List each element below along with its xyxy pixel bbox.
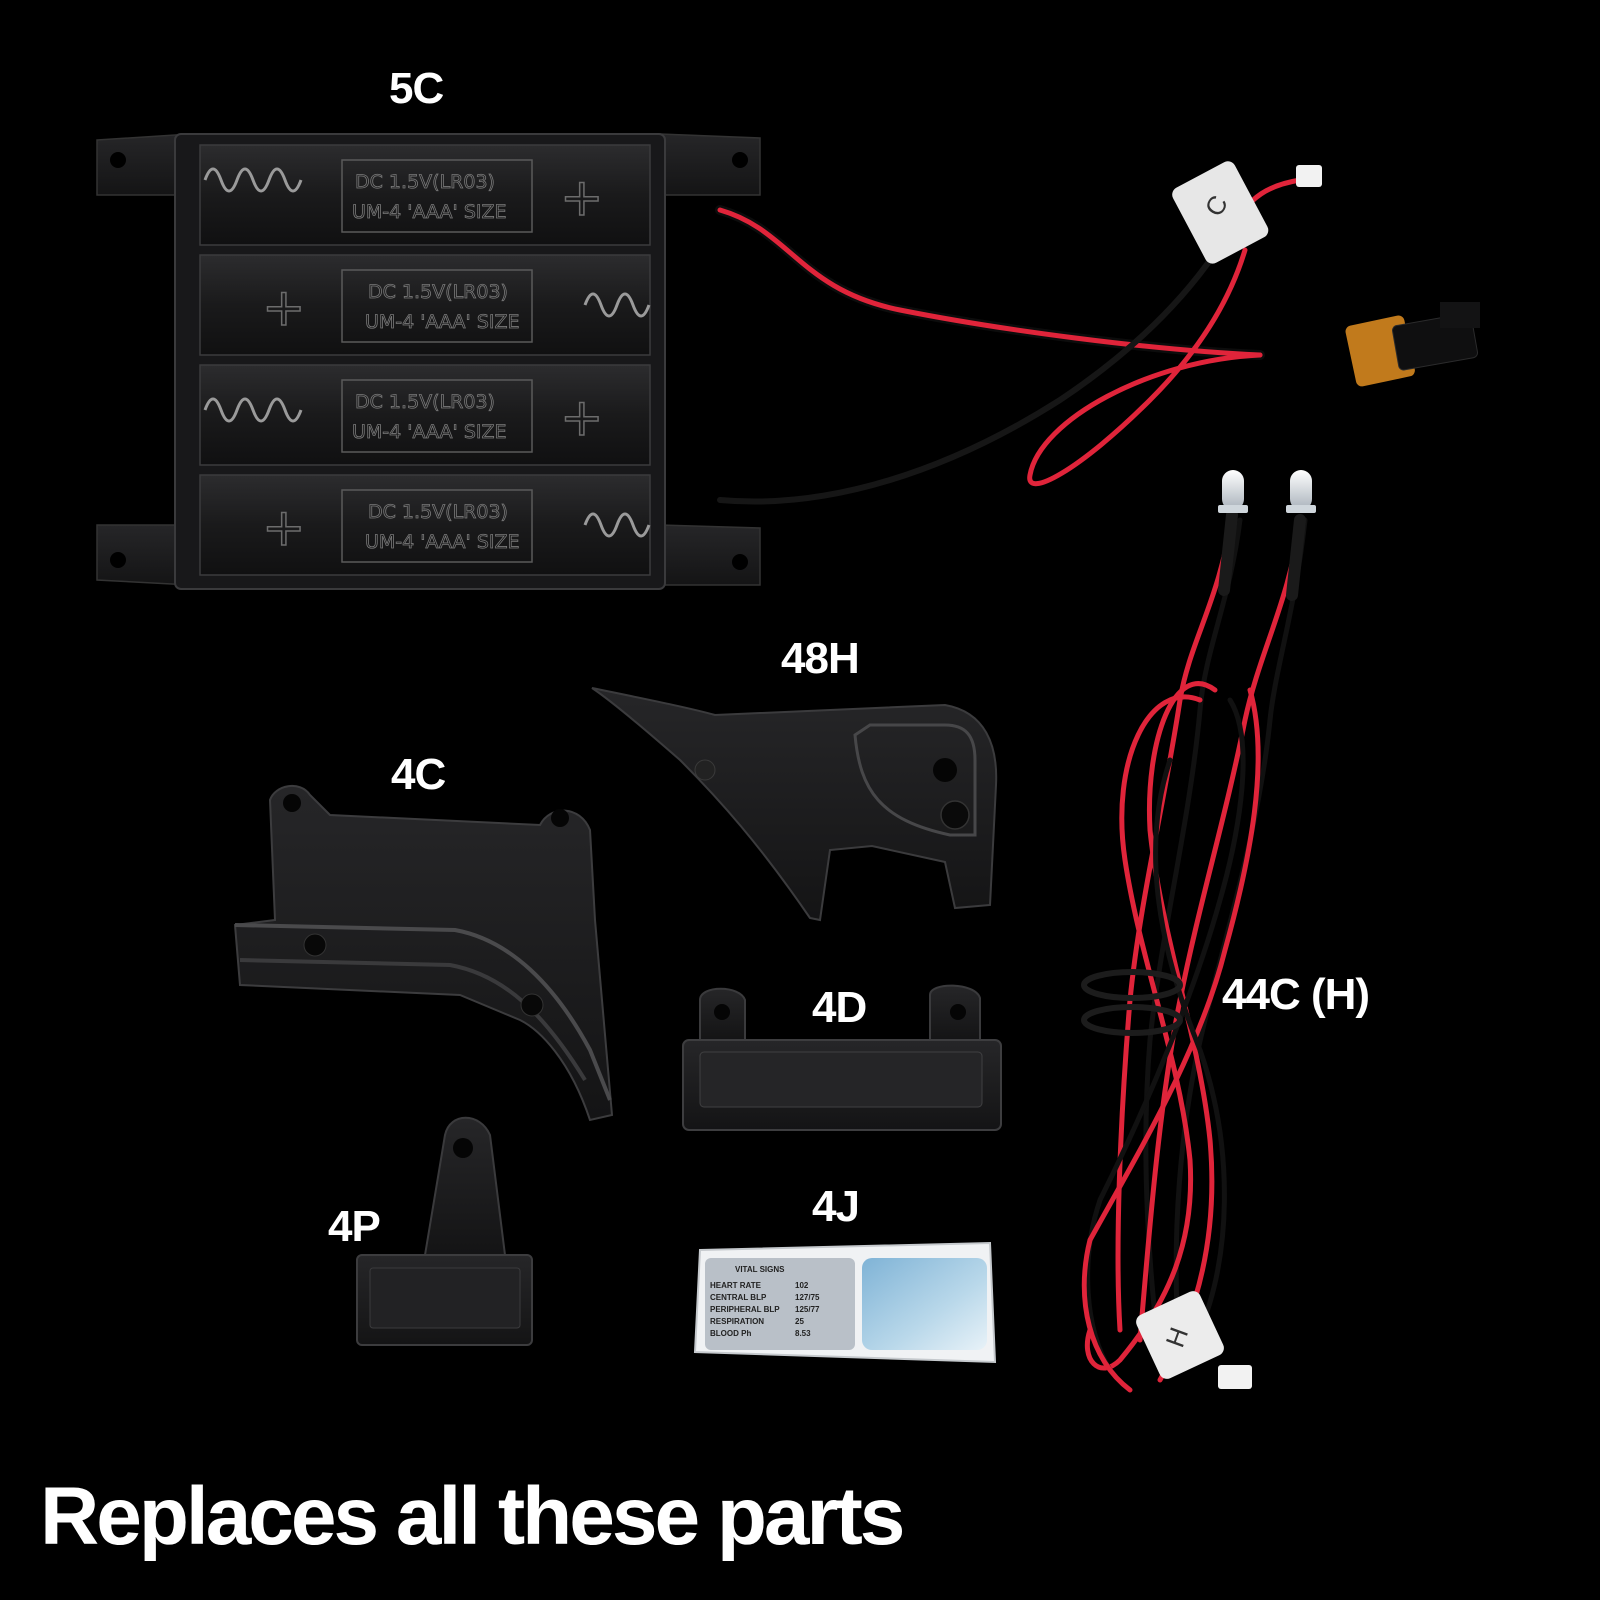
mount-4p xyxy=(356,1116,533,1346)
sticker-row-4-value: 25 xyxy=(795,1317,804,1326)
sticker-4j: VITAL SIGNS HEART RATE 102 CENTRAL BLP 1… xyxy=(693,1241,997,1364)
battery-text-2b: UM-4 'AAA' SIZE xyxy=(365,311,520,333)
label-5c: 5C xyxy=(389,64,444,113)
battery-wires xyxy=(715,177,1303,505)
label-4c: 4C xyxy=(391,750,446,799)
battery-text-2a: DC 1.5V(LR03) xyxy=(368,281,508,303)
sticker-row-5-value: 8.53 xyxy=(795,1329,811,1338)
switch-tag-c: C xyxy=(1172,161,1322,264)
headline: Replaces all these parts xyxy=(40,1471,905,1562)
bracket-4c xyxy=(233,785,614,1122)
sticker-row-5-label: BLOOD Ph xyxy=(710,1329,751,1338)
sticker-title: VITAL SIGNS xyxy=(735,1265,785,1274)
sticker-row-2-value: 127/75 xyxy=(795,1293,820,1302)
sticker-row-1-label: HEART RATE xyxy=(710,1281,762,1290)
label-4p: 4P xyxy=(328,1202,381,1251)
led-harness-44c xyxy=(1081,509,1308,1393)
label-4j: 4J xyxy=(812,1182,860,1231)
label-44c-h: 44C (H) xyxy=(1222,970,1370,1019)
battery-text-3a: DC 1.5V(LR03) xyxy=(355,391,495,413)
battery-text-3b: UM-4 'AAA' SIZE xyxy=(352,421,507,443)
plus-mark-1: + xyxy=(560,168,604,228)
plus-mark-2: + xyxy=(262,278,306,338)
battery-springs xyxy=(203,167,651,538)
label-48h: 48H xyxy=(781,634,860,683)
battery-text-4a: DC 1.5V(LR03) xyxy=(368,501,508,523)
battery-text-4b: UM-4 'AAA' SIZE xyxy=(365,531,520,553)
battery-text-1a: DC 1.5V(LR03) xyxy=(355,171,495,193)
bracket-48h xyxy=(591,687,998,922)
led-bulbs xyxy=(1218,470,1316,513)
sticker-row-3-label: PERIPHERAL BLP xyxy=(710,1305,780,1314)
battery-markings: DC 1.5V(LR03) UM-4 'AAA' SIZE DC 1.5V(LR… xyxy=(261,159,604,563)
holder-4d xyxy=(682,984,1002,1131)
slide-switch xyxy=(1345,302,1480,387)
sticker-row-4-label: RESPIRATION xyxy=(710,1317,764,1326)
plus-mark-4: + xyxy=(262,498,306,558)
sticker-row-1-value: 102 xyxy=(795,1281,809,1290)
led-tag-h: H xyxy=(1136,1291,1252,1389)
sticker-row-2-label: CENTRAL BLP xyxy=(710,1293,767,1302)
battery-bays xyxy=(199,144,651,576)
plus-mark-3: + xyxy=(560,388,604,448)
battery-text-1b: UM-4 'AAA' SIZE xyxy=(352,201,507,223)
label-4d: 4D xyxy=(812,983,867,1032)
battery-box-5c: DC 1.5V(LR03) UM-4 'AAA' SIZE DC 1.5V(LR… xyxy=(96,133,761,590)
sticker-row-3-value: 125/77 xyxy=(795,1305,820,1314)
